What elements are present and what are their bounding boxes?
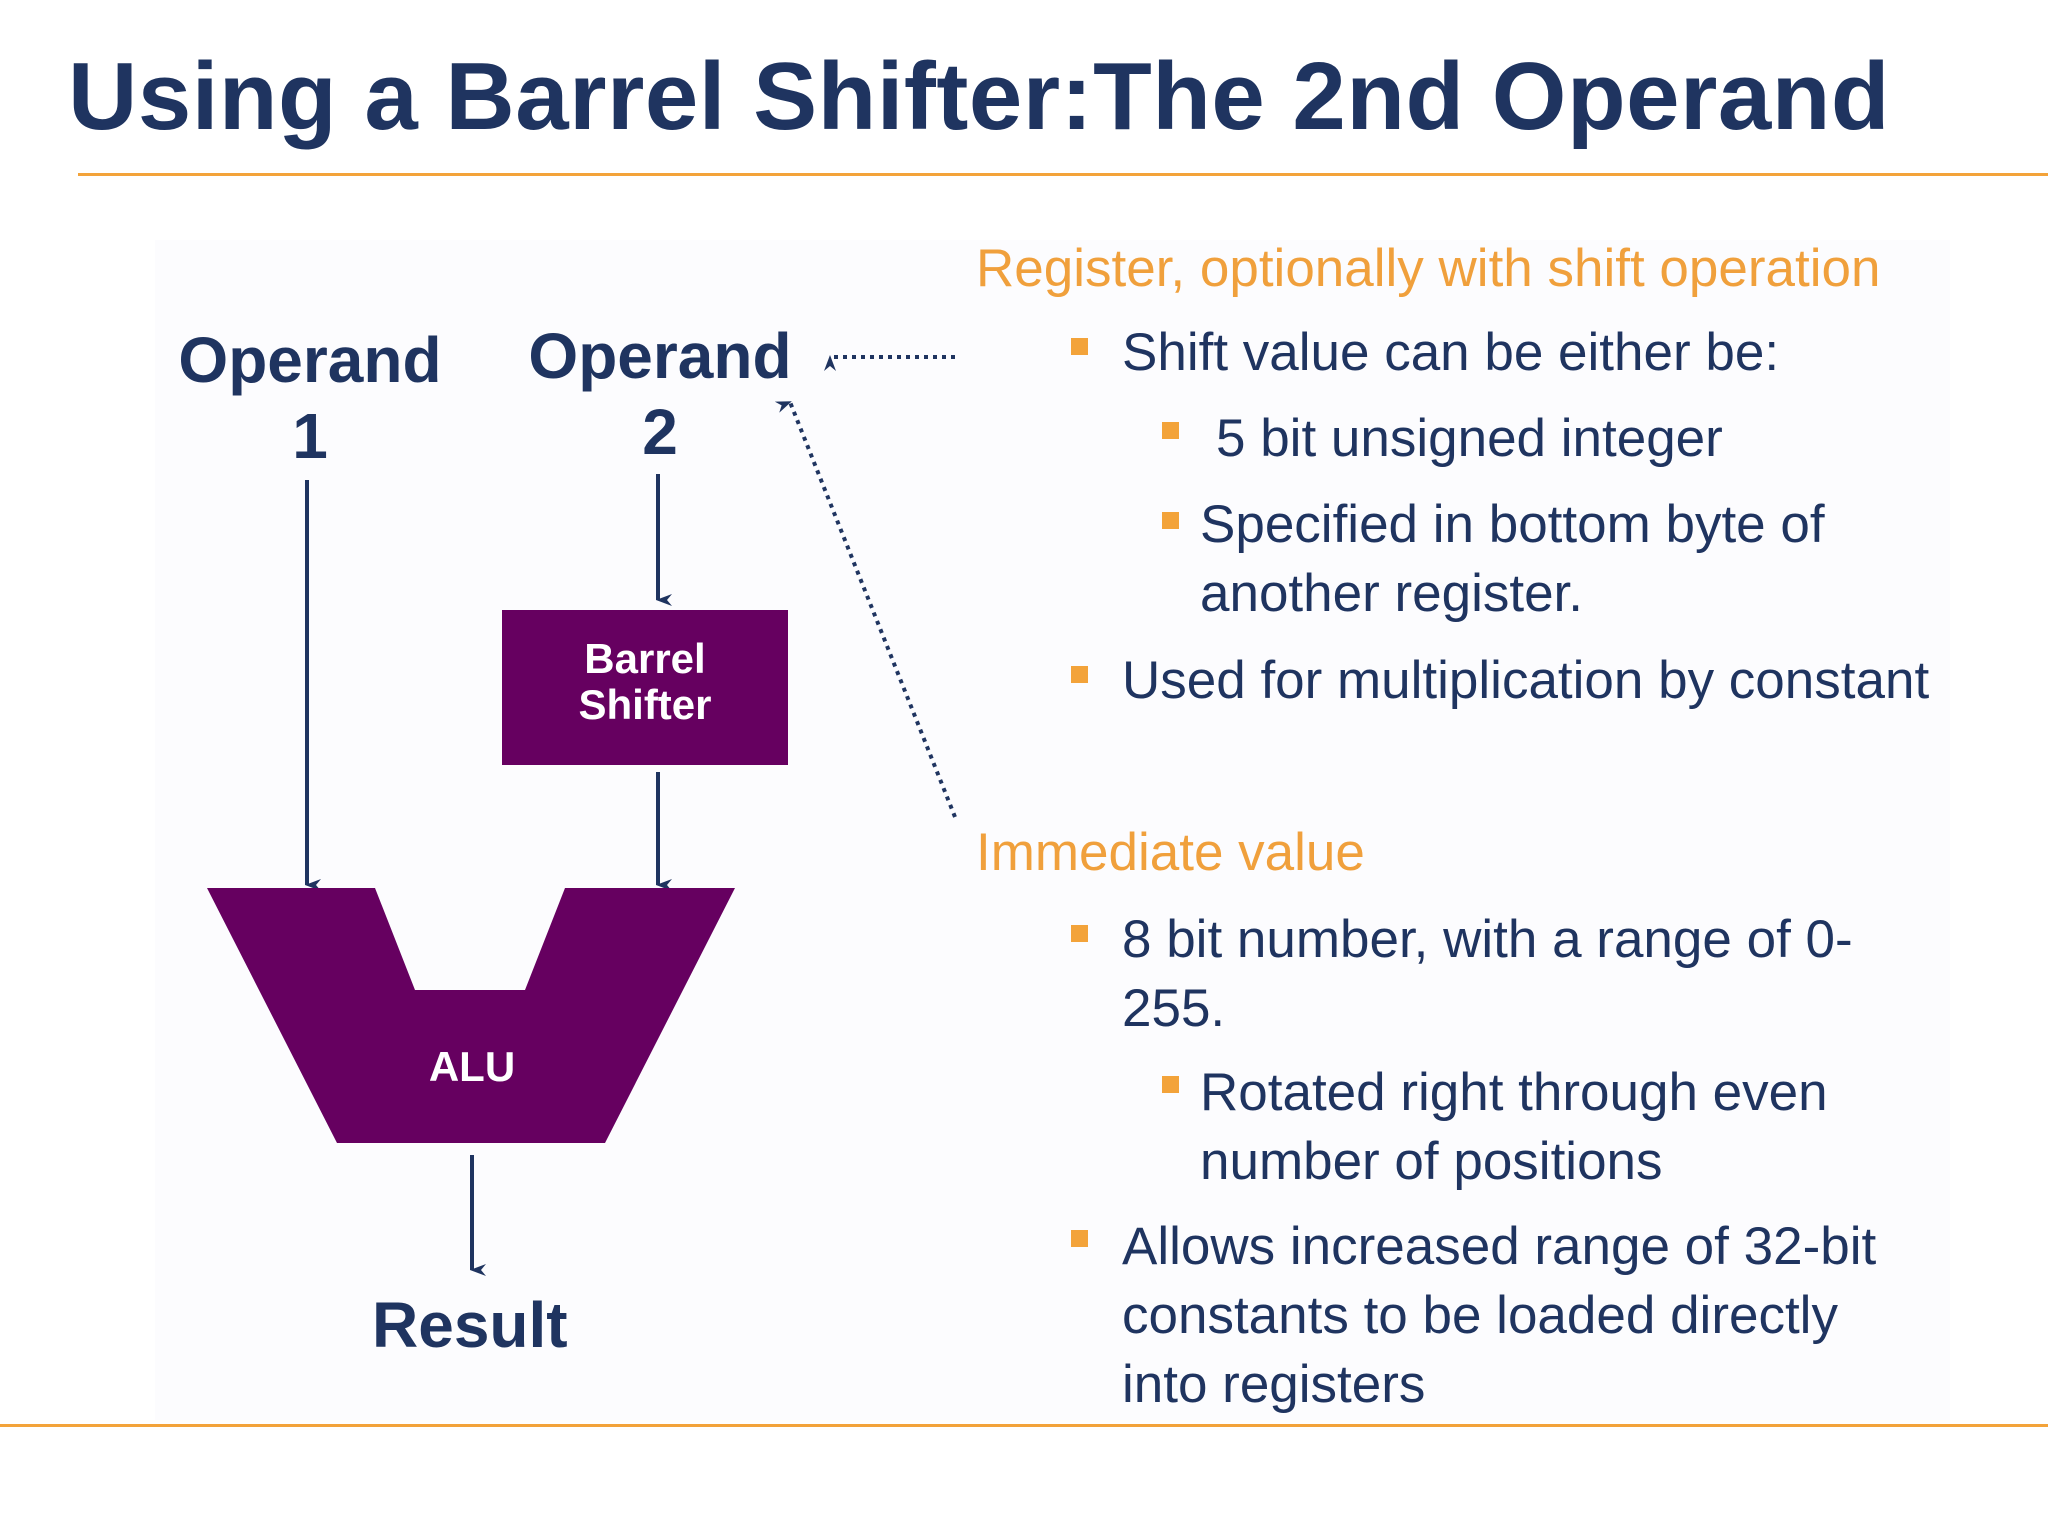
bullet-eight-bit-number: 8 bit number, with a range of 0- 255. — [1071, 905, 1853, 1043]
immediate-heading: Immediate value — [976, 823, 1365, 882]
bullet-text-line2: constants to be loaded directly — [1122, 1286, 1838, 1345]
barrel-shifter-label: Barrel Shifter — [502, 636, 788, 728]
slide-title: Using a Barrel Shifter:The 2nd Operand — [68, 43, 1890, 150]
bullet-text-line2: number of positions — [1200, 1132, 1663, 1191]
bullet-specified-bottom-byte: Specified in bottom byte of another regi… — [1162, 490, 1825, 628]
bullet-square-icon — [1162, 422, 1179, 439]
bullet-shift-value: Shift value can be either be: — [1071, 318, 1780, 387]
barrel-shifter-line2: Shifter — [578, 681, 712, 728]
alu-label: ALU — [428, 1043, 516, 1090]
footer-divider — [0, 1424, 2048, 1427]
bullet-text-line1: 8 bit number, with a range of 0- — [1122, 910, 1853, 969]
result-label: Result — [372, 1289, 568, 1361]
bullet-text-line3: into registers — [1122, 1355, 1426, 1414]
operand1-line2: 1 — [292, 400, 328, 472]
operand1-line1: Operand — [178, 324, 442, 396]
bullet-square-icon — [1071, 925, 1088, 942]
bullet-text-line1: Allows increased range of 32-bit — [1122, 1217, 1877, 1276]
bullet-text-line2: another register. — [1200, 564, 1584, 623]
title-divider — [78, 173, 2048, 176]
operand2-line2: 2 — [642, 396, 678, 468]
bullet-square-icon — [1071, 1230, 1088, 1247]
bullet-text: Used for multiplication by constant — [1122, 651, 1930, 710]
content-area — [155, 240, 1950, 1420]
bullet-multiplication: Used for multiplication by constant — [1071, 646, 1930, 715]
barrel-shifter-block — [502, 610, 788, 765]
bullet-text-line2: 255. — [1122, 979, 1226, 1038]
bullet-rotated-right: Rotated right through even number of pos… — [1162, 1058, 1828, 1196]
bullet-square-icon — [1071, 338, 1088, 355]
bullet-square-icon — [1071, 666, 1088, 683]
bullet-text: Shift value can be either be: — [1122, 323, 1780, 382]
bullet-text-line1: Specified in bottom byte of — [1200, 495, 1825, 554]
bullet-square-icon — [1162, 1076, 1179, 1093]
immediate-pointer-arrow — [774, 401, 957, 818]
operand2-label: Operand 2 — [510, 318, 810, 470]
bullet-allows-increased-range: Allows increased range of 32-bit constan… — [1071, 1212, 1877, 1419]
alu-block — [207, 888, 735, 1143]
bullet-text-line1: Rotated right through even — [1200, 1063, 1828, 1122]
barrel-shifter-line1: Barrel — [584, 635, 706, 682]
bullet-text: 5 bit unsigned integer — [1216, 409, 1723, 468]
bullet-square-icon — [1162, 512, 1179, 529]
operand2-line1: Operand — [528, 320, 792, 392]
register-heading: Register, optionally with shift operatio… — [976, 239, 1881, 298]
operand1-label: Operand 1 — [160, 322, 460, 474]
bullet-unsigned-integer: 5 bit unsigned integer — [1162, 404, 1723, 473]
